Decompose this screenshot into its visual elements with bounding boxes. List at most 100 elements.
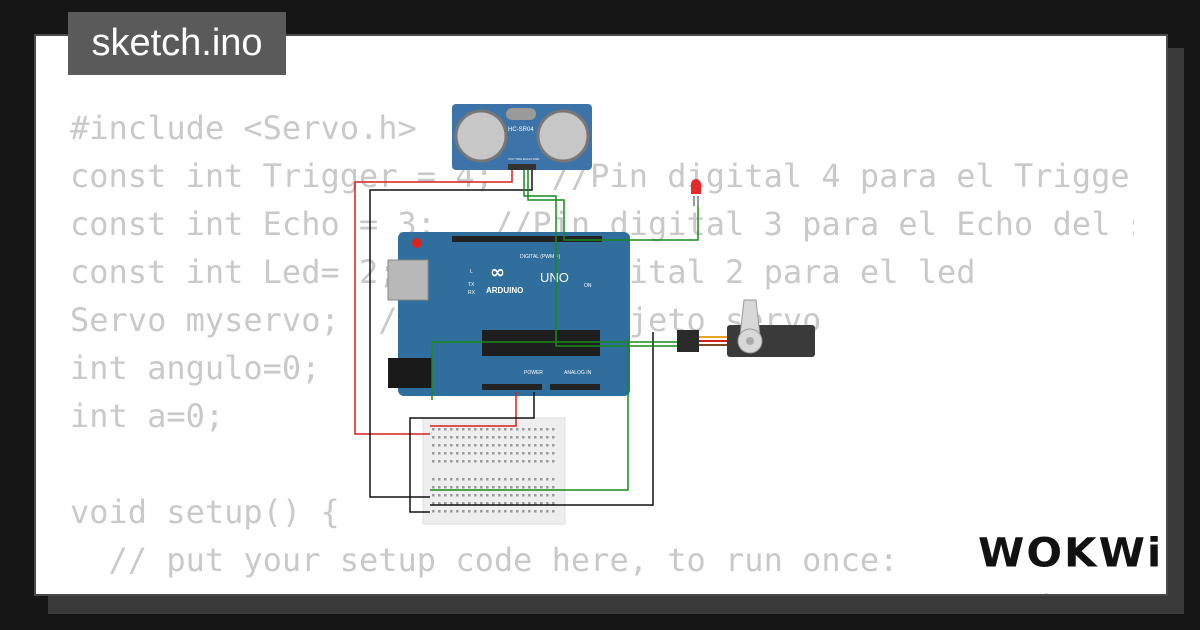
breadboard-hole: [438, 452, 441, 455]
breadboard-hole: [480, 502, 483, 505]
breadboard-hole: [528, 486, 531, 489]
breadboard-hole: [504, 478, 507, 481]
breadboard-hole: [516, 444, 519, 447]
breadboard-hole: [522, 452, 525, 455]
breadboard-hole: [468, 444, 471, 447]
breadboard-hole: [534, 428, 537, 431]
breadboard-hole: [528, 444, 531, 447]
breadboard-hole: [546, 486, 549, 489]
breadboard-hole: [522, 444, 525, 447]
breadboard-hole: [486, 452, 489, 455]
breadboard-hole: [540, 436, 543, 439]
breadboard-hole: [534, 478, 537, 481]
breadboard-hole: [462, 428, 465, 431]
breadboard-hole: [510, 486, 513, 489]
breadboard-hole: [486, 436, 489, 439]
breadboard-hole: [444, 478, 447, 481]
power-header: [482, 384, 542, 390]
breadboard-hole: [516, 436, 519, 439]
green-wire-led: [527, 170, 699, 241]
breadboard-hole: [450, 428, 453, 431]
breadboard-hole: [510, 478, 513, 481]
breadboard-hole: [438, 502, 441, 505]
breadboard-hole: [432, 436, 435, 439]
breadboard-hole: [546, 460, 549, 463]
breadboard-hole: [468, 502, 471, 505]
on-label: ON: [584, 283, 592, 289]
breadboard-hole: [450, 478, 453, 481]
breadboard-hole: [480, 460, 483, 463]
breadboard-hole: [498, 460, 501, 463]
breadboard-hole: [540, 452, 543, 455]
breadboard-hole: [498, 436, 501, 439]
wokwi-logo: WOKWi: [978, 529, 1164, 576]
red-led[interactable]: [691, 179, 701, 206]
breadboard-hole: [468, 452, 471, 455]
breadboard-hole: [510, 494, 513, 497]
breadboard-hole: [432, 494, 435, 497]
breadboard-hole: [498, 444, 501, 447]
breadboard-hole: [438, 436, 441, 439]
breadboard-hole: [498, 502, 501, 505]
breadboard-hole: [546, 494, 549, 497]
arduino-uno-board[interactable]: ∞ UNO ARDUINO DIGITAL (PWM ~) POWER ANAL…: [387, 232, 630, 396]
file-tab[interactable]: sketch.ino: [68, 12, 286, 75]
breadboard-hole: [528, 502, 531, 505]
breadboard-hole: [504, 486, 507, 489]
breadboard-hole: [456, 436, 459, 439]
sensor-transducer-right: [536, 109, 590, 163]
breadboard-hole: [552, 502, 555, 505]
breadboard-hole: [522, 502, 525, 505]
breadboard-hole: [534, 486, 537, 489]
breadboard-hole: [492, 460, 495, 463]
breadboard-hole: [510, 502, 513, 505]
breadboard-hole: [534, 460, 537, 463]
breadboard-hole: [534, 436, 537, 439]
breadboard-hole: [468, 428, 471, 431]
breadboard-hole: [450, 460, 453, 463]
breadboard-hole: [432, 486, 435, 489]
breadboard-hole: [456, 428, 459, 431]
breadboard-hole: [474, 478, 477, 481]
breadboard-hole: [516, 452, 519, 455]
breadboard-hole: [498, 452, 501, 455]
ultrasonic-sensor[interactable]: HC-SR04 VCC TRIG ECHO GND: [452, 104, 592, 170]
breadboard-hole: [546, 452, 549, 455]
breadboard-hole: [552, 510, 555, 513]
breadboard-hole: [444, 436, 447, 439]
breadboard-hole: [456, 452, 459, 455]
breadboard-hole: [468, 460, 471, 463]
power-jack: [388, 358, 432, 388]
breadboard-hole: [504, 502, 507, 505]
breadboard-hole: [438, 460, 441, 463]
breadboard-hole: [444, 494, 447, 497]
breadboard-hole: [486, 478, 489, 481]
breadboard-hole: [522, 510, 525, 513]
breadboard[interactable]: [422, 417, 566, 525]
green-wire-echo: [523, 170, 677, 347]
breadboard-hole: [516, 478, 519, 481]
breadboard-hole: [540, 460, 543, 463]
breadboard-hole: [504, 444, 507, 447]
breadboard-hole: [492, 444, 495, 447]
breadboard-hole: [480, 452, 483, 455]
breadboard-hole: [516, 494, 519, 497]
breadboard-hole: [432, 452, 435, 455]
breadboard-hole: [510, 452, 513, 455]
usb-port: [387, 259, 429, 301]
breadboard-hole: [522, 486, 525, 489]
breadboard-hole: [516, 486, 519, 489]
breadboard-hole: [474, 510, 477, 513]
breadboard-hole: [444, 452, 447, 455]
breadboard-hole: [516, 502, 519, 505]
breadboard-hole: [492, 452, 495, 455]
breadboard-hole: [510, 444, 513, 447]
breadboard-hole: [450, 494, 453, 497]
servo-motor[interactable]: [677, 299, 815, 357]
breadboard-hole: [468, 478, 471, 481]
breadboard-hole: [438, 444, 441, 447]
breadboard-hole: [492, 436, 495, 439]
breadboard-hole: [504, 510, 507, 513]
breadboard-hole: [438, 510, 441, 513]
breadboard-hole: [438, 494, 441, 497]
